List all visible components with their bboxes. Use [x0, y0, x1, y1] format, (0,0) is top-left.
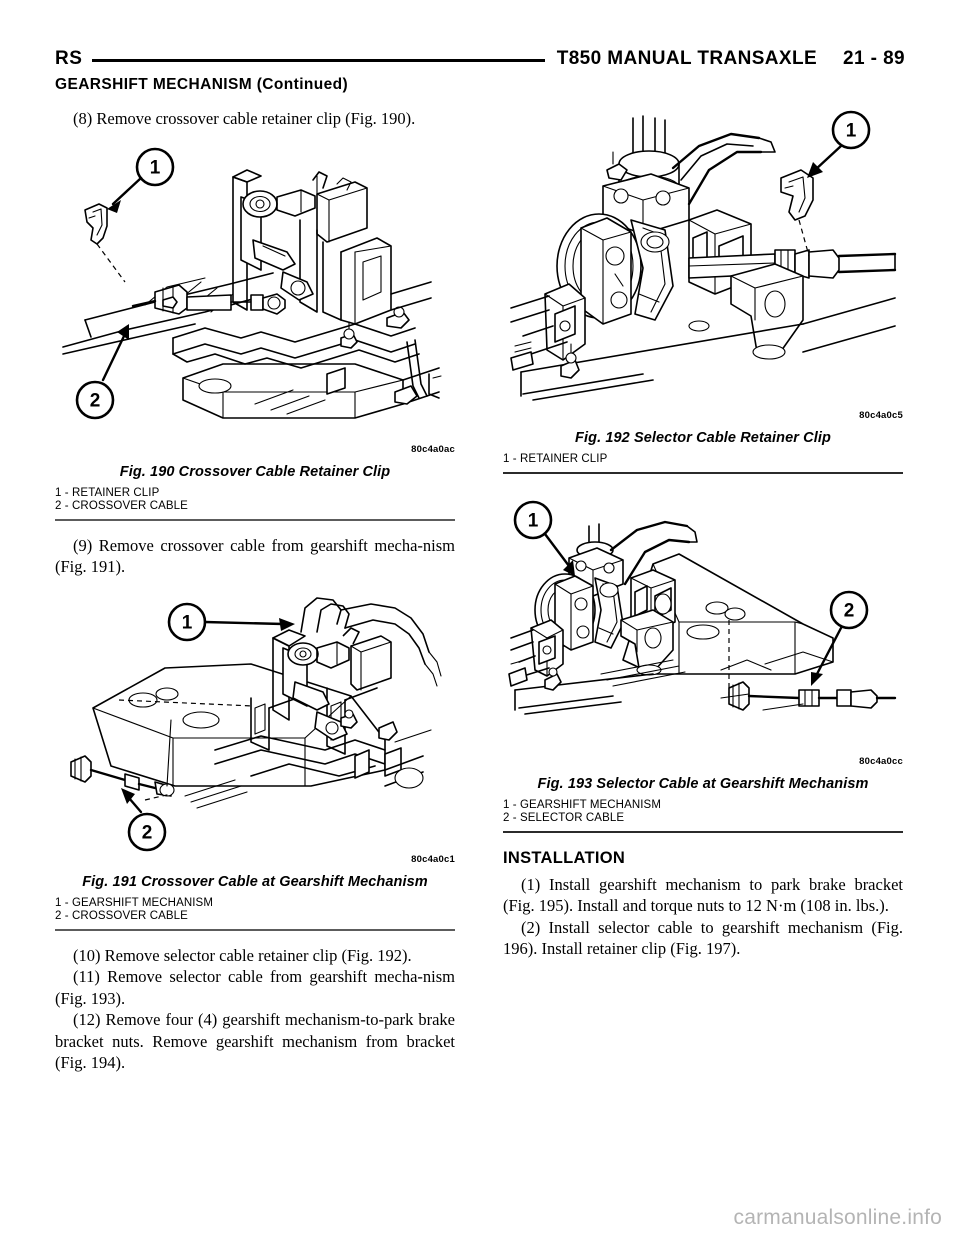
figure-190-legend: 1 - RETAINER CLIP 2 - CROSSOVER CABLE	[55, 487, 455, 514]
step-10-paragraph: (10) Remove selector cable retainer clip…	[73, 945, 412, 965]
figure-192-legend: 1 - RETAINER CLIP	[503, 453, 903, 467]
figure-190-art-code: 80c4a0ac	[411, 443, 455, 455]
section-continued-heading: GEARSHIFT MECHANISM (Continued)	[55, 76, 349, 93]
figure-192-caption: Fig. 192 Selector Cable Retainer Clip	[575, 430, 831, 446]
page-header: RS T850 MANUAL TRANSAXLE 21 - 89	[55, 44, 905, 74]
installation-heading: INSTALLATION	[503, 848, 626, 867]
figure-190-caption: Fig. 190 Crossover Cable Retainer Clip	[119, 463, 391, 480]
step-9-paragraph: (9) Remove crossover cable from gearshif…	[55, 535, 455, 577]
figure-191-legend-rule	[55, 928, 455, 931]
figure-191-art-code: 80c4a0c1	[411, 853, 455, 865]
figure-193: 1 2 80c4a0cc Fig. 193 Selector Cable at …	[503, 492, 903, 833]
header-left-code: RS	[55, 48, 83, 69]
figure-192-art-code: 80c4a0c5	[859, 410, 903, 421]
figure-193-legend-rule	[503, 830, 903, 833]
figure-191: 1 2 80c4a0c1 Fig. 191 Crossover Cable at…	[55, 590, 455, 931]
figure-193-caption: Fig. 193 Selector Cable at Gearshift Mec…	[537, 775, 869, 792]
figure-191-legend: 1 - GEARSHIFT MECHANISM 2 - CROSSOVER CA…	[55, 897, 455, 924]
legend-item: 1 - GEARSHIFT MECHANISM	[55, 896, 213, 909]
step-11-paragraph: (11) Remove selector cable from gearshif…	[55, 967, 455, 1008]
figure-191-caption: Fig. 191 Crossover Cable at Gearshift Me…	[82, 873, 428, 890]
header-rule	[92, 58, 545, 62]
legend-item: 1 - RETAINER CLIP	[503, 453, 608, 465]
step-8-paragraph: (8) Remove crossover cable retainer clip…	[73, 109, 416, 128]
figure-192-callout-1: 1	[846, 121, 857, 142]
legend-item: 2 - SELECTOR CABLE	[503, 812, 625, 824]
figure-193-legend: 1 - GEARSHIFT MECHANISM 2 - SELECTOR CAB…	[503, 799, 903, 826]
figure-192: 1 80c4a0c5 Fig. 192 Selector Cable Retai…	[503, 108, 903, 474]
step-12-paragraph: (12) Remove four (4) gearshift mechanism…	[55, 1010, 455, 1072]
figure-193-illustration: 1 2	[503, 492, 903, 754]
header-title: T850 MANUAL TRANSAXLE	[556, 48, 818, 69]
figure-192-illustration: 1	[503, 108, 903, 408]
right-column: 1 80c4a0c5 Fig. 192 Selector Cable Retai…	[503, 108, 903, 960]
figure-190-callout-2: 2	[90, 390, 101, 411]
figure-191-callout-1: 1	[182, 612, 193, 633]
install-step-1-paragraph: (1) Install gearshift mechanism to park …	[503, 874, 903, 916]
figure-193-callout-2: 2	[844, 600, 855, 621]
figure-190: 1 2 80c4a0ac Fig. 190 Crossover Cable Re…	[55, 142, 455, 521]
figure-193-callout-1: 1	[528, 510, 539, 531]
legend-item: 2 - CROSSOVER CABLE	[55, 500, 188, 512]
legend-item: 1 - RETAINER CLIP	[55, 486, 160, 499]
figure-190-legend-rule	[55, 518, 455, 521]
left-column: (8) Remove crossover cable retainer clip…	[55, 108, 455, 1074]
figure-190-illustration: 1 2	[55, 142, 455, 442]
page-number: 21 - 89	[843, 48, 905, 69]
figure-192-legend-rule	[503, 471, 903, 474]
legend-item: 2 - CROSSOVER CABLE	[55, 910, 188, 922]
figure-190-callout-1: 1	[150, 157, 161, 178]
figure-193-art-code: 80c4a0cc	[859, 755, 903, 767]
figure-191-illustration: 1 2	[55, 590, 455, 852]
site-watermark: carmanualsonline.info	[733, 1206, 942, 1229]
legend-item: 1 - GEARSHIFT MECHANISM	[503, 798, 661, 811]
figure-191-callout-2: 2	[142, 822, 153, 843]
install-step-2-paragraph: (2) Install selector cable to gearshift …	[503, 917, 903, 959]
